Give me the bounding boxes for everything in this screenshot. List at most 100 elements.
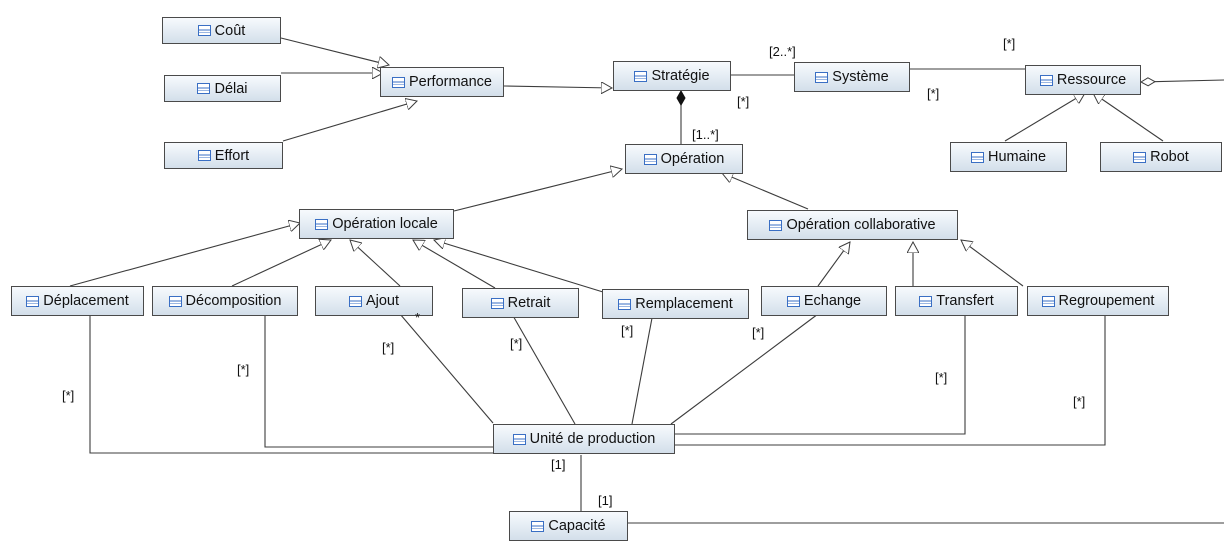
class-name: Robot (1150, 149, 1189, 165)
class-icon (490, 297, 504, 309)
class-ajout[interactable]: Ajout (315, 286, 433, 316)
class-performance[interactable]: Performance (380, 67, 504, 97)
class-name: Stratégie (651, 68, 710, 84)
class-icon (618, 298, 632, 310)
class-remplacement[interactable]: Remplacement (602, 289, 749, 319)
class-icon (348, 295, 362, 307)
multiplicity-label: [2..*] (769, 44, 796, 59)
class-icon (1039, 74, 1053, 86)
edge-deplacement-unite (89, 314, 493, 454)
edge-effort-performance (282, 101, 417, 142)
class-capacite[interactable]: Capacité (509, 511, 628, 541)
class-name: Ajout (365, 293, 400, 309)
class-name: Effort (214, 147, 250, 164)
class-cout[interactable]: Coût (162, 17, 281, 44)
class-icon (815, 71, 829, 83)
class-retrait[interactable]: Retrait (462, 288, 579, 318)
multiplicity-label: [1..*] (692, 127, 719, 142)
class-operation-collaborative[interactable]: Opération collaborative (747, 210, 958, 240)
edge-decomposition-locale (231, 240, 331, 287)
multiplicity-label: [*] (382, 340, 395, 355)
class-systeme[interactable]: Système (794, 62, 910, 92)
class-name: Retrait (507, 295, 551, 311)
class-name: Opération locale (332, 216, 438, 232)
class-name: Capacité (548, 518, 606, 534)
multiplicity-label: [*] (510, 336, 523, 351)
edge-decomposition-unite (264, 314, 493, 448)
class-humaine[interactable]: Humaine (950, 142, 1067, 172)
class-name: Opération collaborative (786, 217, 936, 233)
class-name: Unité de production (529, 431, 656, 447)
class-decomposition[interactable]: Décomposition (152, 286, 298, 316)
edge-remplacement-unite (631, 317, 653, 425)
multiplicity-label: [*] (737, 94, 750, 109)
class-regroupement[interactable]: Regroupement (1027, 286, 1169, 316)
multiplicity-label: [*] (935, 370, 948, 385)
class-ressource[interactable]: Ressource (1025, 65, 1141, 95)
class-icon (197, 25, 211, 36)
class-icon (919, 295, 933, 307)
class-icon (512, 433, 526, 445)
class-name: Déplacement (43, 293, 129, 309)
class-icon (168, 295, 182, 307)
class-deplacement[interactable]: Déplacement (11, 286, 144, 316)
class-name: Performance (408, 74, 492, 90)
class-name: Ressource (1056, 72, 1127, 88)
edge-regroupement-unite (675, 314, 1106, 446)
class-delai[interactable]: Délai (164, 75, 281, 102)
class-icon (643, 153, 657, 165)
edge-ajout-unite (399, 313, 494, 424)
class-unite-production[interactable]: Unité de production (493, 424, 675, 454)
multiplicity-label: * (415, 310, 421, 325)
class-robot[interactable]: Robot (1100, 142, 1222, 172)
class-name: Décomposition (185, 293, 282, 309)
multiplicity-label: [*] (62, 388, 75, 403)
class-operation-locale[interactable]: Opération locale (299, 209, 454, 239)
edge-retrait-locale (413, 240, 496, 289)
class-icon (1133, 151, 1147, 163)
class-operation[interactable]: Opération (625, 144, 743, 174)
class-transfert[interactable]: Transfert (895, 286, 1018, 316)
class-name: Echange (803, 293, 862, 309)
class-name: Opération (660, 151, 725, 167)
edge-cout-performance (280, 37, 389, 65)
edge-echange-collaborative (817, 242, 850, 287)
edge-ressource-right (1139, 77, 1224, 87)
edge-performance-strategie (503, 86, 612, 88)
multiplicity-label: [*] (621, 323, 634, 338)
class-effort[interactable]: Effort (164, 142, 283, 169)
class-name: Remplacement (635, 296, 733, 312)
edge-humaine-ressource (1004, 93, 1085, 142)
class-name: Regroupement (1058, 293, 1155, 309)
edge-locale-operation (453, 169, 622, 212)
edge-regroupement-collaborative (961, 240, 1024, 287)
class-name: Humaine (987, 149, 1047, 165)
multiplicity-label: [*] (752, 325, 765, 340)
edge-remplacement-locale (434, 240, 604, 293)
class-icon (197, 83, 211, 94)
edge-deplacement-locale (69, 223, 300, 287)
multiplicity-label: [*] (927, 86, 940, 101)
class-icon (769, 219, 783, 231)
class-echange[interactable]: Echange (761, 286, 887, 316)
class-name: Système (832, 69, 889, 85)
class-name: Délai (214, 80, 248, 97)
class-icon (970, 151, 984, 163)
edge-echange-unite (670, 313, 819, 425)
class-strategie[interactable]: Stratégie (613, 61, 731, 91)
multiplicity-label: [1] (551, 457, 566, 472)
class-name: Transfert (936, 293, 994, 309)
multiplicity-label: [*] (237, 362, 250, 377)
class-icon (634, 70, 648, 82)
edge-collaborative-operation (722, 173, 809, 210)
edge-retrait-unite (511, 313, 576, 425)
class-icon (315, 218, 329, 230)
edge-ajout-locale (350, 240, 401, 287)
multiplicity-label: [*] (1073, 394, 1086, 409)
class-name: Coût (214, 22, 246, 39)
multiplicity-label: [1] (598, 493, 613, 508)
class-icon (531, 520, 545, 532)
edge-transfert-unite (675, 314, 966, 435)
class-icon (391, 76, 405, 88)
